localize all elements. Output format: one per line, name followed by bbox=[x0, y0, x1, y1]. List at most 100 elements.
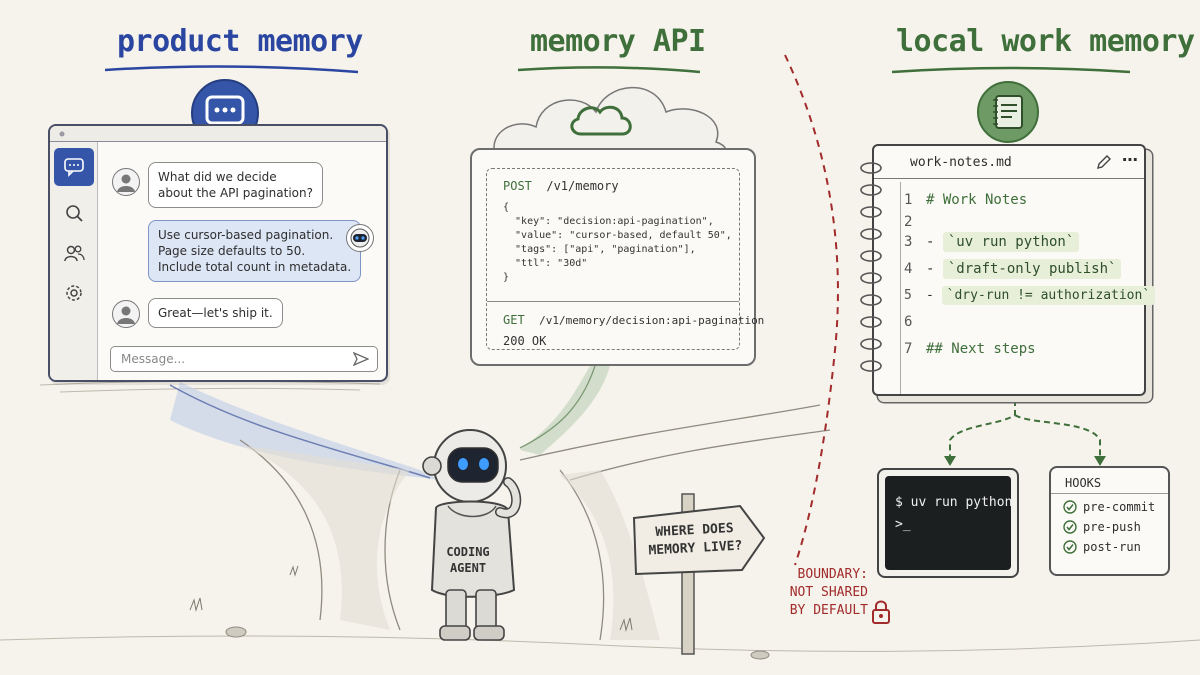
search-icon bbox=[66, 205, 83, 222]
line-text: # Work Notes bbox=[926, 192, 1028, 208]
local-work-memory-heading: local work memory bbox=[896, 24, 1195, 59]
body-line: "ttl": "30d" bbox=[503, 258, 588, 269]
user-avatar bbox=[112, 168, 140, 196]
memory-api-card: POST /v1/memory { "key": "decision:api-p… bbox=[470, 148, 764, 366]
post-method: POST bbox=[503, 179, 532, 193]
hooks-panel: HOOKS pre-commit pre-push post-run bbox=[1049, 466, 1170, 576]
line-text: `uv run python` bbox=[942, 232, 1080, 252]
chat-message-user-2: Great—let's ship it. bbox=[148, 298, 283, 328]
message-line: Page size defaults to 50. bbox=[158, 244, 306, 258]
message-line: Great—let's ship it. bbox=[158, 306, 273, 320]
body-line: "key": "decision:api-pagination", bbox=[503, 216, 714, 227]
terminal-screen[interactable]: $ uv run python >_ bbox=[885, 476, 1013, 570]
cloud-icon bbox=[570, 105, 632, 136]
message-input-placeholder: Message... bbox=[121, 352, 186, 366]
api-request-panel: POST /v1/memory { "key": "decision:api-p… bbox=[486, 168, 764, 350]
signpost-text: WHERE DOES MEMORY LIVE? bbox=[641, 519, 749, 560]
robot-label-line: CODING bbox=[446, 545, 490, 559]
check-circle-icon bbox=[1063, 540, 1077, 554]
sidebar-settings-button[interactable] bbox=[54, 274, 94, 312]
gear-icon bbox=[66, 285, 82, 301]
notebook-line-5: 5- `dry-run != authorization` bbox=[904, 286, 1156, 305]
body-line: } bbox=[503, 272, 510, 283]
user-avatar bbox=[112, 300, 140, 328]
gutter-line bbox=[900, 182, 901, 394]
sidebar-search-button[interactable] bbox=[54, 194, 94, 232]
green-path bbox=[520, 366, 610, 455]
status-text: 200 OK bbox=[503, 334, 547, 348]
robot-label-line: AGENT bbox=[449, 561, 487, 575]
chat-message-user-1: What did we decide about the API paginat… bbox=[148, 162, 323, 208]
terminal-prompt: >_ bbox=[895, 517, 911, 532]
line-number: 4 bbox=[904, 261, 913, 277]
work-notes-notebook: work-notes.md ⋯ 1 # Work Notes 2 3- `uv r… bbox=[860, 144, 1156, 396]
user-avatar-icon bbox=[117, 174, 135, 192]
notebook-line-2: 2 bbox=[904, 214, 926, 230]
check-circle-icon bbox=[1063, 520, 1077, 534]
post-body: { "key": "decision:api-pagination", "val… bbox=[503, 201, 732, 285]
notebook-filename: work-notes.md bbox=[910, 155, 1012, 170]
robot-avatar-icon bbox=[350, 228, 370, 248]
hook-item: pre-commit bbox=[1063, 500, 1168, 514]
blue-path bbox=[170, 382, 440, 480]
hook-item: post-run bbox=[1063, 540, 1168, 554]
memory-api-heading: memory API bbox=[530, 24, 706, 59]
get-request-line: GET /v1/memory/decision:api-pagination bbox=[503, 313, 764, 327]
line-text: `draft-only publish` bbox=[942, 259, 1122, 279]
boundary-label: BOUNDARY: NOT SHARED BY DEFAULT bbox=[788, 566, 868, 620]
message-line: about the API pagination? bbox=[158, 186, 313, 200]
get-method: GET bbox=[503, 313, 525, 327]
product-memory-heading: product memory bbox=[117, 24, 363, 59]
users-icon bbox=[64, 245, 85, 262]
chat-message-bot: Use cursor-based pagination. Page size d… bbox=[148, 220, 362, 282]
api-divider bbox=[487, 301, 739, 302]
post-request-line: POST /v1/memory bbox=[503, 179, 619, 193]
notebook-badge-icon bbox=[977, 81, 1039, 143]
send-icon[interactable] bbox=[353, 352, 369, 366]
notebook-line-4: 4- `draft-only publish` bbox=[904, 259, 1122, 279]
line-number: 5 bbox=[904, 288, 912, 303]
notebook-line-1: 1 # Work Notes bbox=[904, 192, 1027, 208]
pencil-icon[interactable] bbox=[1096, 154, 1112, 170]
sidebar-users-button[interactable] bbox=[54, 234, 94, 272]
line-number: 2 bbox=[904, 214, 913, 230]
line-text: `dry-run != authorization` bbox=[941, 286, 1156, 305]
body-line: "value": "cursor-based, default 50", bbox=[503, 230, 732, 241]
user-avatar-icon bbox=[117, 306, 135, 324]
check-circle-icon bbox=[1063, 500, 1077, 514]
lock-icon bbox=[872, 600, 890, 624]
hook-item: pre-push bbox=[1063, 520, 1168, 534]
robot-label: CODING AGENT bbox=[438, 544, 498, 576]
sidebar-chat-button[interactable] bbox=[54, 148, 94, 186]
cloud-shape bbox=[493, 86, 727, 158]
terminal-command: $ uv run python bbox=[895, 495, 1013, 510]
boundary-line bbox=[784, 54, 839, 566]
notebook-divider bbox=[874, 178, 1144, 179]
terminal-window: $ uv run python >_ bbox=[877, 468, 1019, 578]
line-number: 1 bbox=[904, 192, 913, 208]
body-line: { bbox=[503, 202, 510, 213]
line-text: ## Next steps bbox=[926, 341, 1036, 357]
boundary-line-text: BY DEFAULT bbox=[789, 603, 868, 618]
message-line: What did we decide bbox=[158, 170, 277, 184]
coding-agent-robot bbox=[422, 429, 522, 641]
chat-sidebar bbox=[50, 142, 98, 380]
hook-label: pre-push bbox=[1083, 520, 1141, 534]
notebook-line-3: 3- `uv run python` bbox=[904, 232, 1080, 252]
bot-avatar bbox=[346, 224, 374, 252]
message-input[interactable]: Message... bbox=[110, 346, 378, 372]
hooks-title: HOOKS bbox=[1051, 468, 1168, 494]
more-options-icon[interactable]: ⋯ bbox=[1122, 150, 1138, 169]
notebook-line-6: 6 bbox=[904, 314, 926, 330]
post-path: /v1/memory bbox=[546, 179, 619, 193]
boundary-line-text: BOUNDARY: bbox=[797, 567, 868, 582]
hook-label: post-run bbox=[1083, 540, 1141, 554]
chat-window: What did we decide about the API paginat… bbox=[48, 124, 388, 382]
chat-titlebar bbox=[50, 126, 386, 142]
message-line: Use cursor-based pagination. bbox=[158, 228, 334, 242]
message-line: Include total count in metadata. bbox=[158, 260, 352, 274]
line-number: 3 bbox=[904, 234, 913, 250]
get-path: /v1/memory/decision:api-pagination bbox=[539, 314, 765, 327]
line-number: 6 bbox=[904, 314, 913, 330]
